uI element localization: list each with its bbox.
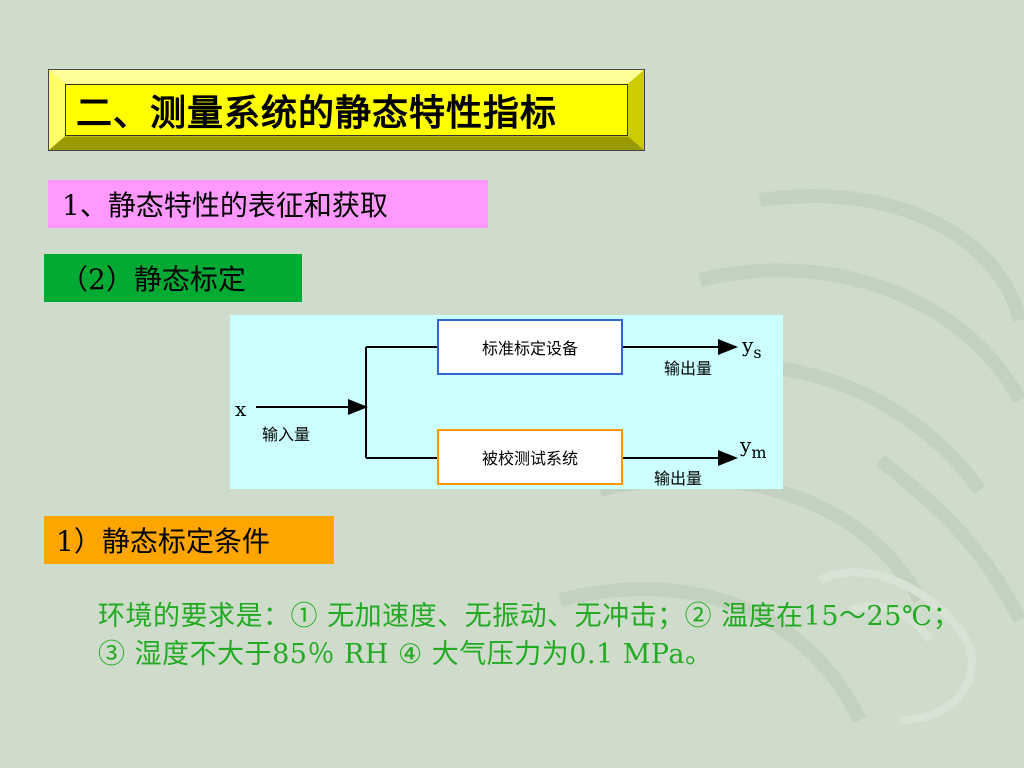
calibration-diagram: 标准标定设备 被校测试系统 x 输入量 输出量 输出量 ys ym (230, 315, 783, 489)
calibration-tag-text: （2）静态标定 (60, 263, 246, 296)
output-label-top: 输出量 (664, 359, 713, 378)
input-symbol: x (235, 397, 247, 421)
standard-calibration-device-block: 标准标定设备 (437, 319, 623, 375)
title-inner: 二、测量系统的静态特性指标 (65, 84, 628, 136)
condition-tag-text: 1）静态标定条件 (56, 525, 270, 558)
block-bottom-label: 被校测试系统 (481, 449, 578, 468)
calibration-tag: （2）静态标定 (44, 254, 302, 302)
output-ym: ym (740, 433, 766, 462)
output-ys: ys (742, 333, 762, 362)
diagram-lines (256, 339, 738, 466)
output-ym-main: y (740, 433, 752, 457)
block-top-label: 标准标定设备 (481, 339, 578, 358)
condition-tag: 1）静态标定条件 (44, 516, 334, 564)
slide-title: 二、测量系统的静态特性指标 (76, 92, 558, 134)
input-label: 输入量 (262, 425, 311, 444)
subheading-text: 1、静态特性的表征和获取 (62, 189, 388, 222)
output-label-bottom: 输出量 (654, 469, 703, 488)
section-subheading: 1、静态特性的表征和获取 (48, 180, 488, 228)
requirements-text: 环境的要求是：① 无加速度、无振动、无冲击；② 温度在15～25℃；③ 湿度不大… (98, 601, 961, 670)
output-ym-sub: m (751, 443, 767, 462)
system-under-test-block: 被校测试系统 (437, 429, 623, 485)
output-ys-sub: s (753, 343, 762, 362)
title-bevel (49, 70, 644, 150)
title-banner: 二、测量系统的静态特性指标 (48, 69, 645, 151)
output-ys-main: y (742, 333, 754, 357)
